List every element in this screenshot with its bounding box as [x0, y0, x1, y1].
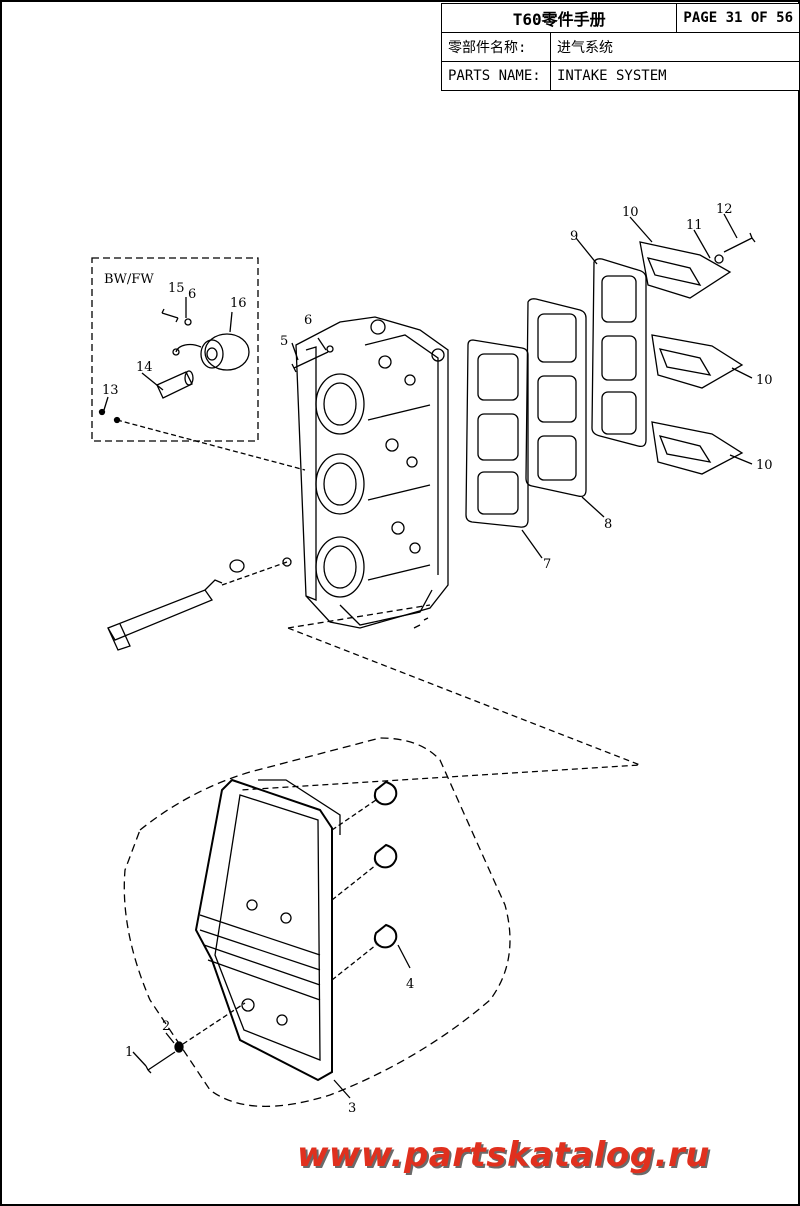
watermark: www.partskatalog.ru: [297, 1135, 711, 1175]
callout-9: 9: [570, 229, 578, 244]
reed-valve-top: [639, 241, 732, 299]
callout-13: 13: [102, 383, 119, 398]
solenoid-screw: [161, 308, 179, 323]
bw-fw-option-box: [91, 257, 259, 442]
clip-13: [98, 408, 106, 416]
callout-11: 11: [686, 218, 703, 233]
callout-16: 16: [230, 296, 247, 311]
gasket-7: [465, 339, 529, 528]
parts-name-value: INTAKE SYSTEM: [550, 61, 800, 91]
callout-10c: 10: [756, 458, 773, 473]
enrichener-solenoid: [172, 333, 250, 371]
reed-screw: [723, 232, 756, 253]
reed-plate-8: [525, 298, 587, 498]
title-block: T60零件手册 PAGE 31 OF 56 零部件名称: 进气系统 PARTS …: [440, 3, 800, 91]
callout-6b: 6: [304, 313, 312, 328]
callout-15: 15: [168, 281, 185, 296]
callout-2: 2: [162, 1019, 170, 1034]
callout-4: 4: [406, 977, 414, 992]
callout-3: 3: [348, 1101, 356, 1116]
callout-14: 14: [136, 360, 153, 375]
silencer-screw: [145, 1051, 176, 1074]
callout-5: 5: [280, 334, 288, 349]
callout-1: 1: [125, 1045, 133, 1060]
callout-7: 7: [543, 557, 551, 572]
choke-rod: [107, 557, 292, 651]
bw-fw-label: BW/FW: [104, 272, 154, 287]
callout-8: 8: [604, 517, 612, 532]
cn-parts-name-label: 零部件名称:: [441, 32, 551, 62]
manifold-bolt: [291, 351, 329, 373]
plunger: [156, 370, 194, 399]
solenoid-washer: [184, 318, 192, 326]
reed-valve-middle: [651, 334, 744, 389]
o-ring-middle: [373, 843, 398, 869]
o-ring-top: [373, 780, 398, 806]
reed-washer: [714, 254, 724, 264]
gasket-9: [591, 258, 647, 448]
callout-6a: 6: [188, 287, 196, 302]
callout-12: 12: [716, 202, 733, 217]
silencer-assembly-outline: [123, 737, 511, 1107]
intake-manifold: [295, 316, 449, 629]
intake-silencer: [194, 778, 341, 1082]
silencer-washer: [174, 1041, 184, 1053]
callout-10a: 10: [622, 205, 639, 220]
o-ring-bottom: [373, 923, 398, 949]
reed-valve-bottom: [651, 421, 744, 475]
callout-10b: 10: [756, 373, 773, 388]
